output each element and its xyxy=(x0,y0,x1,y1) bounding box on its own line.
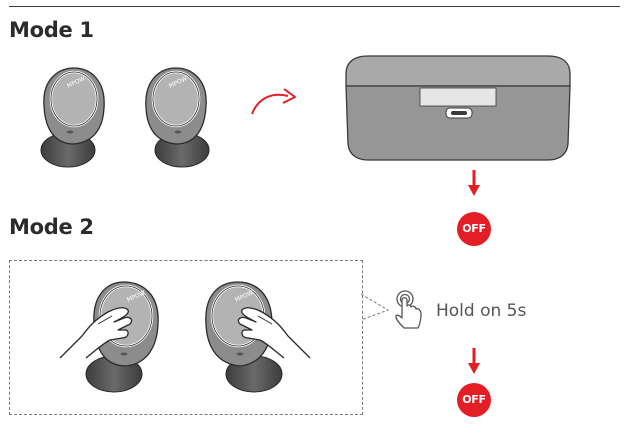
curved-arrow-icon xyxy=(251,88,296,115)
down-arrow-icon xyxy=(468,170,480,196)
off-badge-mode2: OFF xyxy=(457,383,491,417)
off-badge-mode1: OFF xyxy=(457,212,491,246)
callout-pointer xyxy=(360,293,390,321)
mode1-heading: Mode 1 xyxy=(9,18,94,42)
top-divider xyxy=(9,6,620,7)
hold-instruction: Hold on 5s xyxy=(436,301,527,321)
earbud-left-mode1: MPOW xyxy=(40,67,105,168)
charging-case xyxy=(345,55,571,161)
mode2-illustration-frame xyxy=(9,260,363,415)
down-arrow-icon xyxy=(468,348,480,374)
tap-finger-icon xyxy=(395,290,422,329)
tap-hand-right xyxy=(237,307,311,359)
mode2-heading: Mode 2 xyxy=(9,215,94,239)
tap-hand-left xyxy=(59,307,133,359)
earbud-right-mode1: MPOW xyxy=(145,67,210,168)
